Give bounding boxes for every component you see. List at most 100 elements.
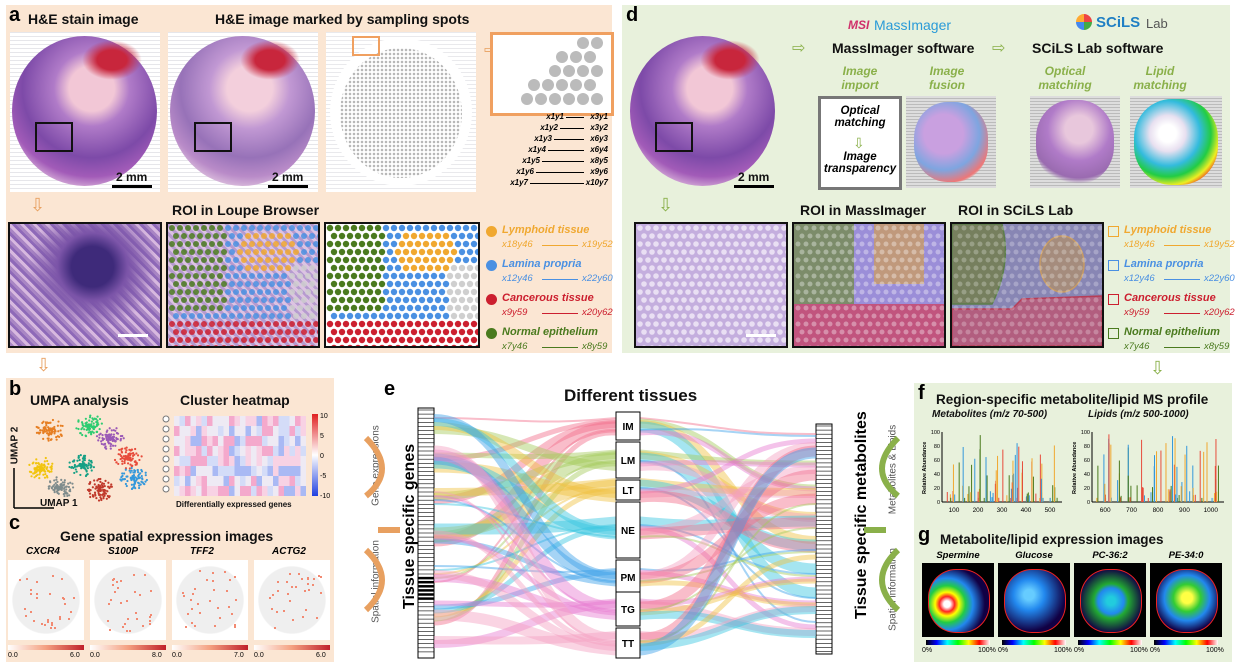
umap-point <box>51 462 54 465</box>
roi-spot <box>201 289 207 295</box>
scils-spot <box>993 241 999 247</box>
gene-spot <box>190 598 193 601</box>
roi-spot <box>358 224 366 232</box>
msi-spot <box>939 337 944 343</box>
scils-spot <box>1001 257 1007 263</box>
msi-spot <box>855 329 861 335</box>
roi-spot <box>201 241 207 247</box>
roi-spot <box>342 272 350 280</box>
roi-spot <box>249 225 255 231</box>
roi-spot <box>418 264 426 272</box>
msi-spot <box>827 289 833 295</box>
roi-spot <box>289 273 295 279</box>
msi-spot <box>927 249 933 255</box>
roi-spot <box>261 345 267 346</box>
scils-spot <box>985 289 991 295</box>
msi-spot <box>887 297 893 303</box>
gene-spot <box>47 618 50 621</box>
msi-spot <box>851 337 857 343</box>
umap-point <box>37 468 40 471</box>
gene-spot <box>212 579 215 582</box>
roi-spot <box>317 233 318 239</box>
gene-spot <box>23 607 26 610</box>
roi-spot <box>470 256 478 264</box>
msi-spot <box>931 289 937 295</box>
d-roi-spot <box>641 249 647 255</box>
scils-spot <box>1049 257 1055 263</box>
scils-spot <box>1049 241 1055 247</box>
umap-point <box>75 470 78 473</box>
msi-spot <box>823 265 829 271</box>
heatmap-cell <box>223 486 229 496</box>
roi-spot <box>177 241 183 247</box>
heatmap-cell <box>273 446 279 456</box>
umap-point <box>96 486 99 489</box>
heatmap-cell <box>234 466 240 476</box>
d-roi-spot <box>717 337 723 343</box>
d-roi-spot <box>689 313 695 319</box>
d-roi-spot <box>697 281 703 287</box>
gene-spot <box>285 581 288 584</box>
roi-spot <box>394 296 402 304</box>
scils-spot <box>957 233 963 239</box>
umap-point <box>57 420 60 423</box>
roi-spot <box>346 264 354 272</box>
heatmap-cell <box>251 466 257 476</box>
umap-point <box>81 433 84 437</box>
roi-spot <box>350 256 358 264</box>
umap-point <box>80 421 84 424</box>
gene-spot <box>198 612 201 615</box>
d-roi-spot <box>669 273 675 279</box>
umap-point <box>121 447 124 450</box>
zoom-spot <box>570 51 582 63</box>
roi-spot <box>338 248 346 256</box>
d-roi-spot <box>721 281 727 287</box>
gene-spot <box>122 626 125 629</box>
heatmap-cell <box>207 466 213 476</box>
scils-spot <box>1093 265 1099 271</box>
scils-spot <box>1045 249 1051 255</box>
d-roi-spot <box>689 249 695 255</box>
gene-spot <box>116 580 119 583</box>
roi-spot <box>217 273 223 279</box>
d-scale-bar <box>734 185 774 188</box>
d-roi-spot <box>770 345 774 346</box>
roi-spot <box>313 321 318 327</box>
expr-name: PC-36:2 <box>1092 550 1128 561</box>
msi-spot <box>855 281 861 287</box>
sankey-flow <box>639 447 817 656</box>
roi-spot <box>398 240 406 248</box>
msi-spot <box>875 273 881 279</box>
d-roi-spot <box>641 233 647 239</box>
msi-spot <box>815 281 821 287</box>
sankey-flow <box>433 421 617 547</box>
umap-point <box>96 415 99 418</box>
umap-point <box>38 473 41 476</box>
heatmap-cell <box>190 456 196 466</box>
expr-tissue <box>928 569 990 633</box>
msi-spot <box>827 337 833 343</box>
d-roi-spot <box>761 281 767 287</box>
umap-point <box>122 455 125 458</box>
d-roi-spot <box>757 241 763 247</box>
legend-arrow <box>542 279 578 280</box>
msi-spot <box>879 281 885 287</box>
msi-spot <box>807 297 813 303</box>
d-roi-spot <box>757 273 763 279</box>
heatmap-cell <box>212 466 218 476</box>
scils-spot <box>965 297 971 303</box>
legend-from: x7y46 <box>502 341 528 352</box>
d-roi-spot <box>745 281 751 287</box>
msi-spot <box>808 345 812 346</box>
umap-point <box>94 418 98 421</box>
d-roi-spot <box>713 249 719 255</box>
msi-spot <box>819 305 825 311</box>
scils-spot <box>1101 282 1102 286</box>
gene-spot <box>190 608 193 611</box>
scils-spot <box>1005 265 1011 271</box>
umap-point <box>101 493 104 497</box>
heatmap-cell <box>201 436 207 446</box>
scils-spot <box>1009 273 1015 279</box>
roi-spot <box>362 328 370 336</box>
scils-spot <box>1021 313 1027 319</box>
